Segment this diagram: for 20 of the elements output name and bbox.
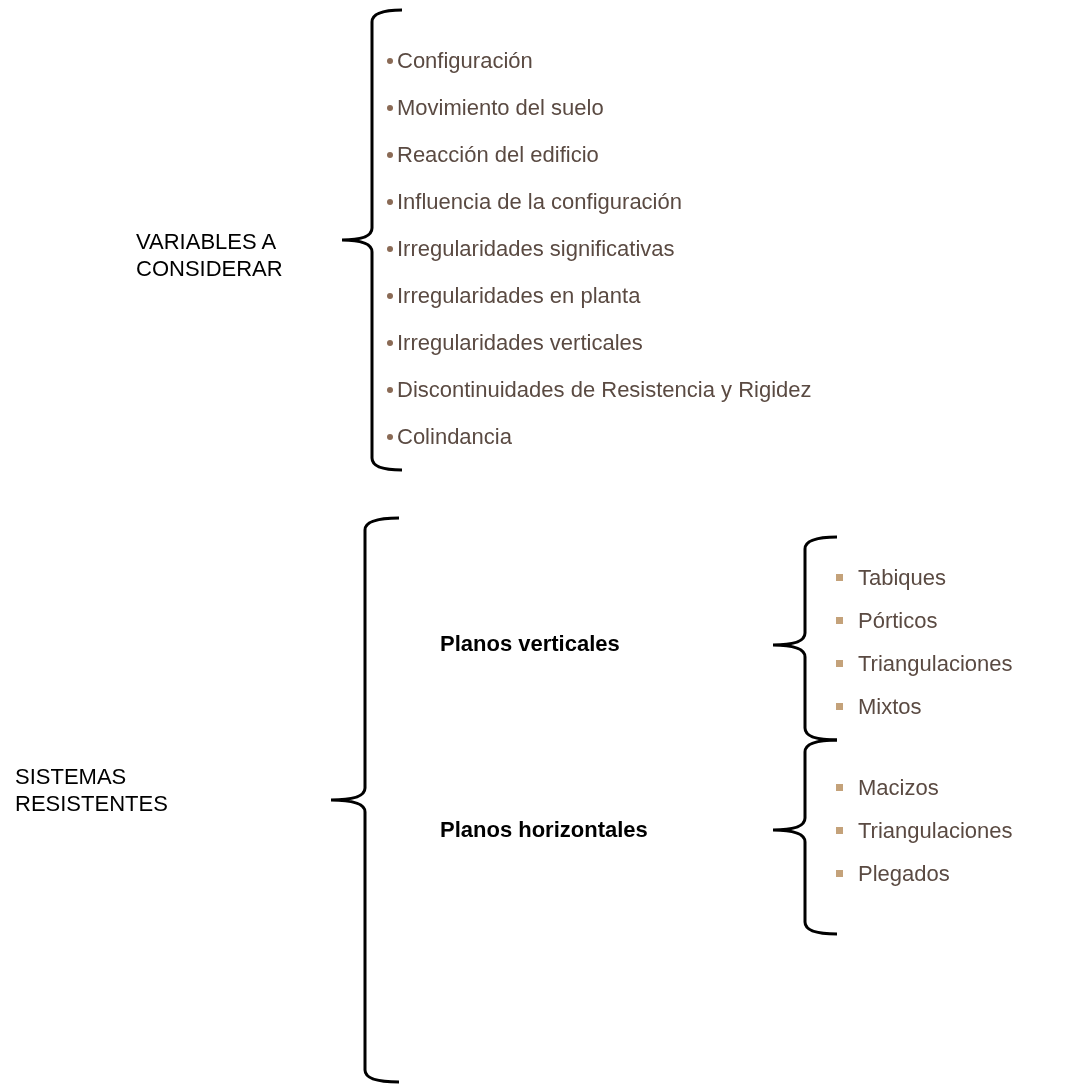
group-heading: SISTEMAS RESISTENTES	[15, 763, 169, 817]
list-item-text: Irregularidades verticales	[397, 329, 643, 356]
list-item-text: Irregularidades significativas	[397, 235, 675, 262]
list-item-text: Movimiento del suelo	[397, 94, 604, 121]
list-item-text: Mixtos	[858, 693, 922, 720]
list-item-text: Tabiques	[858, 564, 947, 591]
list-item-text: Macizos	[858, 774, 939, 801]
group-heading: VARIABLES A CONSIDERAR	[136, 228, 284, 282]
list-item-text: Plegados	[858, 860, 950, 887]
list-item-text: Reacción del edificio	[397, 141, 599, 168]
list-item-text: Triangulaciones	[858, 817, 1013, 844]
category-label: Planos verticales	[440, 630, 620, 657]
list-item-text: Influencia de la configuración	[397, 188, 682, 215]
list-item-text: Triangulaciones	[858, 650, 1013, 677]
list-item-text: Pórticos	[858, 607, 938, 634]
list-item-text: Irregularidades en planta	[397, 282, 641, 309]
list-item-text: Configuración	[397, 47, 533, 74]
list-item-text: Discontinuidades de Resistencia y Rigidez	[397, 376, 812, 403]
list-item-text: Colindancia	[397, 423, 512, 450]
category-label: Planos horizontales	[440, 816, 648, 843]
